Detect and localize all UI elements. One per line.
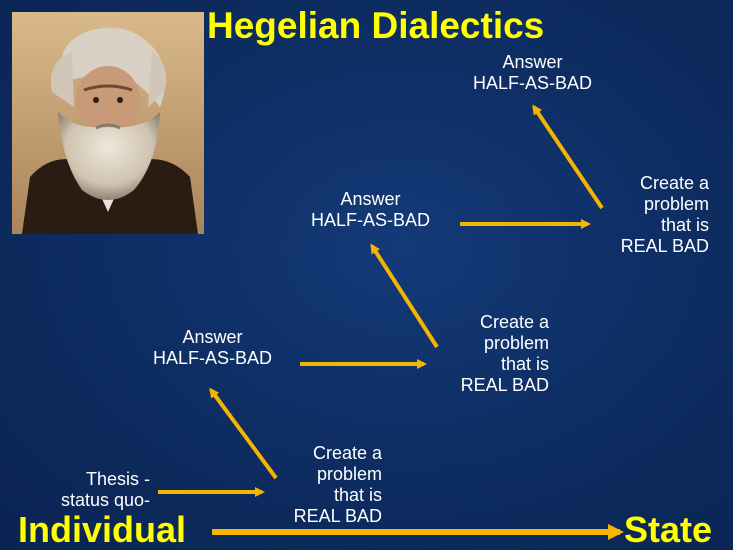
answer-3-line2: HALF-AS-BAD	[472, 73, 593, 93]
problem-3-line3: that is	[660, 215, 709, 235]
problem-1-line4: REAL BAD	[293, 506, 382, 526]
problem-1-line1: Create a	[312, 443, 382, 463]
bearded-man-portrait-icon	[12, 12, 204, 234]
individual-label: Individual	[18, 509, 187, 550]
problem-2-line1: Create a	[479, 312, 549, 332]
answer-label-3: Answer HALF-AS-BAD	[450, 52, 615, 94]
arrow-problem3-to-answer3	[532, 104, 604, 210]
thesis-label: Thesis - status quo-	[20, 469, 150, 511]
arrow-problem1-to-answer1	[209, 387, 278, 480]
thesis-line2: status quo-	[60, 490, 150, 510]
answer-label-1: Answer HALF-AS-BAD	[130, 327, 295, 369]
answer-1-line2: HALF-AS-BAD	[152, 348, 273, 368]
problem-label-2: Create a problem that is REAL BAD	[420, 312, 549, 396]
problem-2-line3: that is	[500, 354, 549, 374]
portrait-image	[12, 12, 204, 234]
problem-label-3: Create a problem that is REAL BAD	[580, 173, 709, 257]
problem-3-line2: problem	[643, 194, 709, 214]
answer-2-line2: HALF-AS-BAD	[310, 210, 431, 230]
problem-3-line1: Create a	[639, 173, 709, 193]
problem-2-line4: REAL BAD	[460, 375, 549, 395]
thesis-line1: Thesis -	[85, 469, 150, 489]
problem-1-line3: that is	[333, 485, 382, 505]
answer-1-line1: Answer	[182, 327, 243, 347]
problem-1-line2: problem	[316, 464, 382, 484]
slide-title: Hegelian Dialectics	[207, 5, 545, 46]
problem-label-1: Create a problem that is REAL BAD	[260, 443, 382, 527]
state-label: State	[624, 509, 713, 550]
answer-2-line1: Answer	[340, 189, 401, 209]
problem-3-line4: REAL BAD	[620, 236, 709, 256]
answer-3-line1: Answer	[502, 52, 563, 72]
answer-label-2: Answer HALF-AS-BAD	[288, 189, 453, 231]
arrow-problem2-to-answer2	[370, 243, 439, 349]
problem-2-line2: problem	[483, 333, 549, 353]
